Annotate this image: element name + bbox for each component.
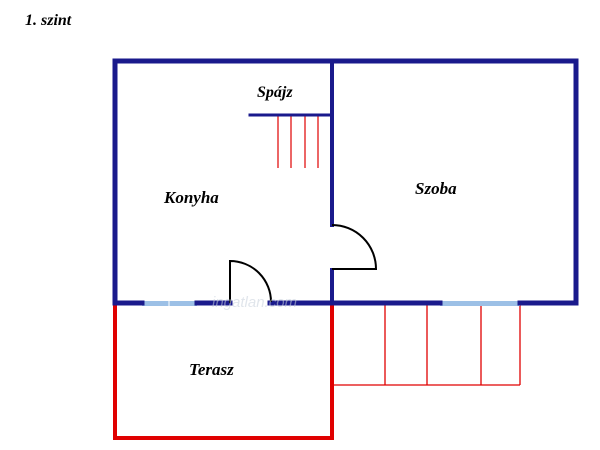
windows (142, 301, 520, 306)
window (440, 301, 520, 306)
watermark: ingatlan.com (212, 294, 297, 311)
walls (112, 58, 579, 306)
door-swing-interior (331, 224, 378, 270)
room-label-room: Szoba (415, 179, 457, 198)
floor-title: 1. szint (25, 12, 72, 29)
door-swing-terrace (229, 259, 272, 303)
room-label-kitchen: Konyha (163, 188, 219, 207)
terrace-outline (113, 303, 334, 440)
doors (229, 224, 378, 303)
room-label-pantry: Spájz (257, 84, 293, 101)
room-label-terrace: Terasz (189, 360, 234, 379)
terrace-wall (113, 303, 334, 440)
outdoor-steps (332, 303, 521, 386)
pantry-shelves (277, 116, 319, 168)
